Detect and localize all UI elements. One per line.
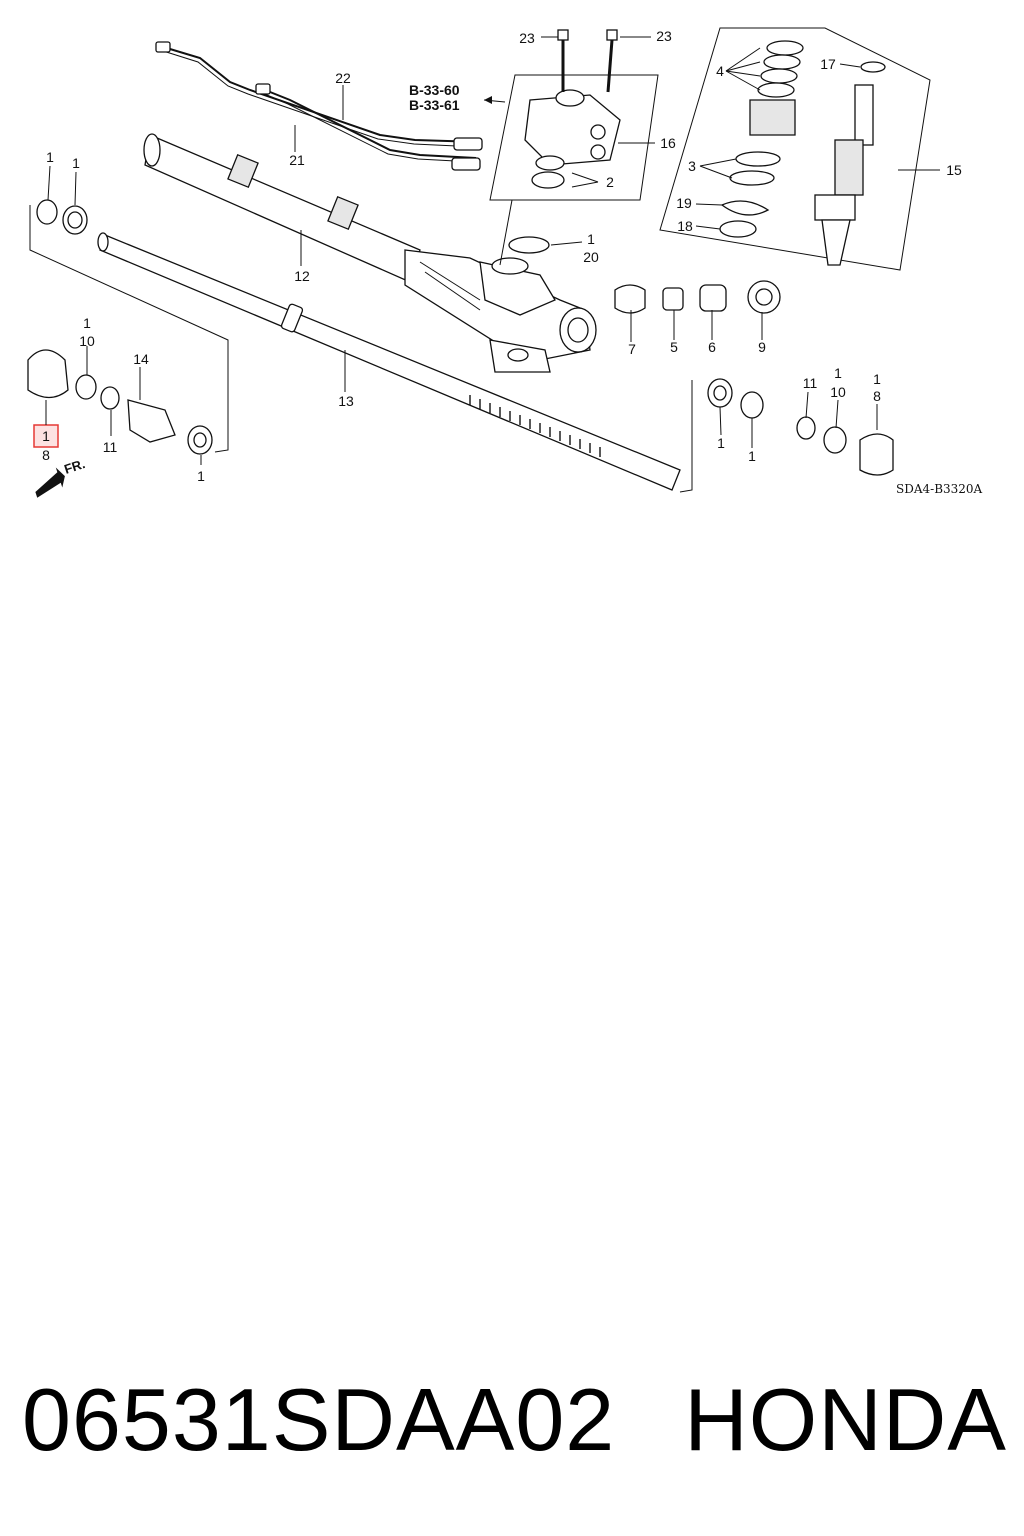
callout-15: 15 — [946, 162, 962, 178]
callout-1d: 1 — [717, 435, 725, 451]
callout-20-qty: 1 — [587, 231, 595, 247]
callout-17: 17 — [820, 56, 836, 72]
seal-2a — [535, 155, 565, 171]
seal-19 — [720, 200, 770, 216]
callout-19: 19 — [676, 195, 692, 211]
callout-23b: 23 — [656, 28, 672, 44]
callout-9: 9 — [758, 339, 766, 355]
callout-1b: 1 — [72, 155, 80, 171]
callout-1c: 1 — [197, 468, 205, 484]
callout-11a: 11 — [103, 439, 118, 455]
pinion-box — [659, 27, 931, 271]
callout-1e: 1 — [748, 448, 756, 464]
callout-1-highlighted: 1 — [42, 428, 50, 444]
screw-6 — [699, 284, 727, 312]
ref-b-33-60: B-33-60 — [409, 82, 460, 98]
diagram-code: SDA4-B3320A — [896, 482, 983, 496]
callout-3: 3 — [688, 158, 696, 174]
boot-clamp-right — [859, 433, 894, 476]
callout-11b: 11 — [803, 375, 818, 391]
callout-8b: 8 — [873, 388, 881, 404]
pinion-bearing — [749, 99, 796, 136]
feed-pipes — [155, 41, 483, 171]
part-number: 06531SDAA02 — [22, 1370, 616, 1469]
ring-3b — [729, 170, 775, 186]
rack — [97, 232, 681, 491]
callout-4: 4 — [716, 63, 724, 79]
bushing-14 — [127, 399, 176, 443]
pinion-seals-4 — [757, 40, 804, 98]
spring-5 — [662, 287, 684, 311]
callout-18: 18 — [677, 218, 693, 234]
o-ring-1e — [740, 391, 764, 419]
brand-name: HONDA — [684, 1370, 1007, 1469]
tab-washer-left — [75, 374, 97, 400]
callout-20: 20 — [583, 249, 599, 265]
o-ring-left — [36, 199, 58, 225]
callout-6: 6 — [708, 339, 716, 355]
callout-2: 2 — [606, 174, 614, 190]
steering-gear-diagram: 1 1 1 8 1 10 11 14 1 12 13 21 22 23 23 1… — [27, 27, 983, 498]
pinion-shaft — [814, 84, 874, 266]
rack-guide-7 — [614, 284, 646, 314]
nut-17 — [860, 61, 886, 73]
front-arrow — [35, 467, 65, 498]
callout-8b-qty: 1 — [873, 371, 881, 387]
callout-10b-qty: 1 — [834, 365, 842, 381]
callout-10a: 10 — [79, 333, 95, 349]
callout-10b: 10 — [830, 384, 846, 400]
callout-21: 21 — [289, 152, 305, 168]
bolt-23-left — [557, 29, 569, 92]
seal-2b — [531, 171, 565, 189]
callout-7: 7 — [628, 341, 636, 357]
callout-23a: 23 — [519, 30, 535, 46]
gear-housing — [143, 133, 597, 373]
o-ring-20 — [508, 236, 550, 254]
front-label: FR. — [62, 456, 87, 477]
callout-8: 8 — [42, 447, 50, 463]
tab-washer-right — [823, 426, 847, 454]
ring-3a — [735, 151, 781, 167]
seal-18 — [719, 220, 757, 238]
boot-clamp-left — [27, 349, 69, 399]
callout-14: 14 — [133, 351, 149, 367]
ref-b-33-61: B-33-61 — [409, 97, 460, 113]
callout-13: 13 — [338, 393, 354, 409]
bolt-23-right — [606, 29, 618, 93]
callout-5: 5 — [670, 339, 678, 355]
callout-1a: 1 — [46, 149, 54, 165]
callout-12: 12 — [294, 268, 310, 284]
washer-11-left — [100, 386, 120, 410]
footer: 06531SDAA02 HONDA — [22, 1365, 1007, 1475]
callout-16: 16 — [660, 135, 676, 151]
washer-11-right — [796, 416, 816, 440]
callout-22: 22 — [335, 70, 351, 86]
callout-10a-qty: 1 — [83, 315, 91, 331]
